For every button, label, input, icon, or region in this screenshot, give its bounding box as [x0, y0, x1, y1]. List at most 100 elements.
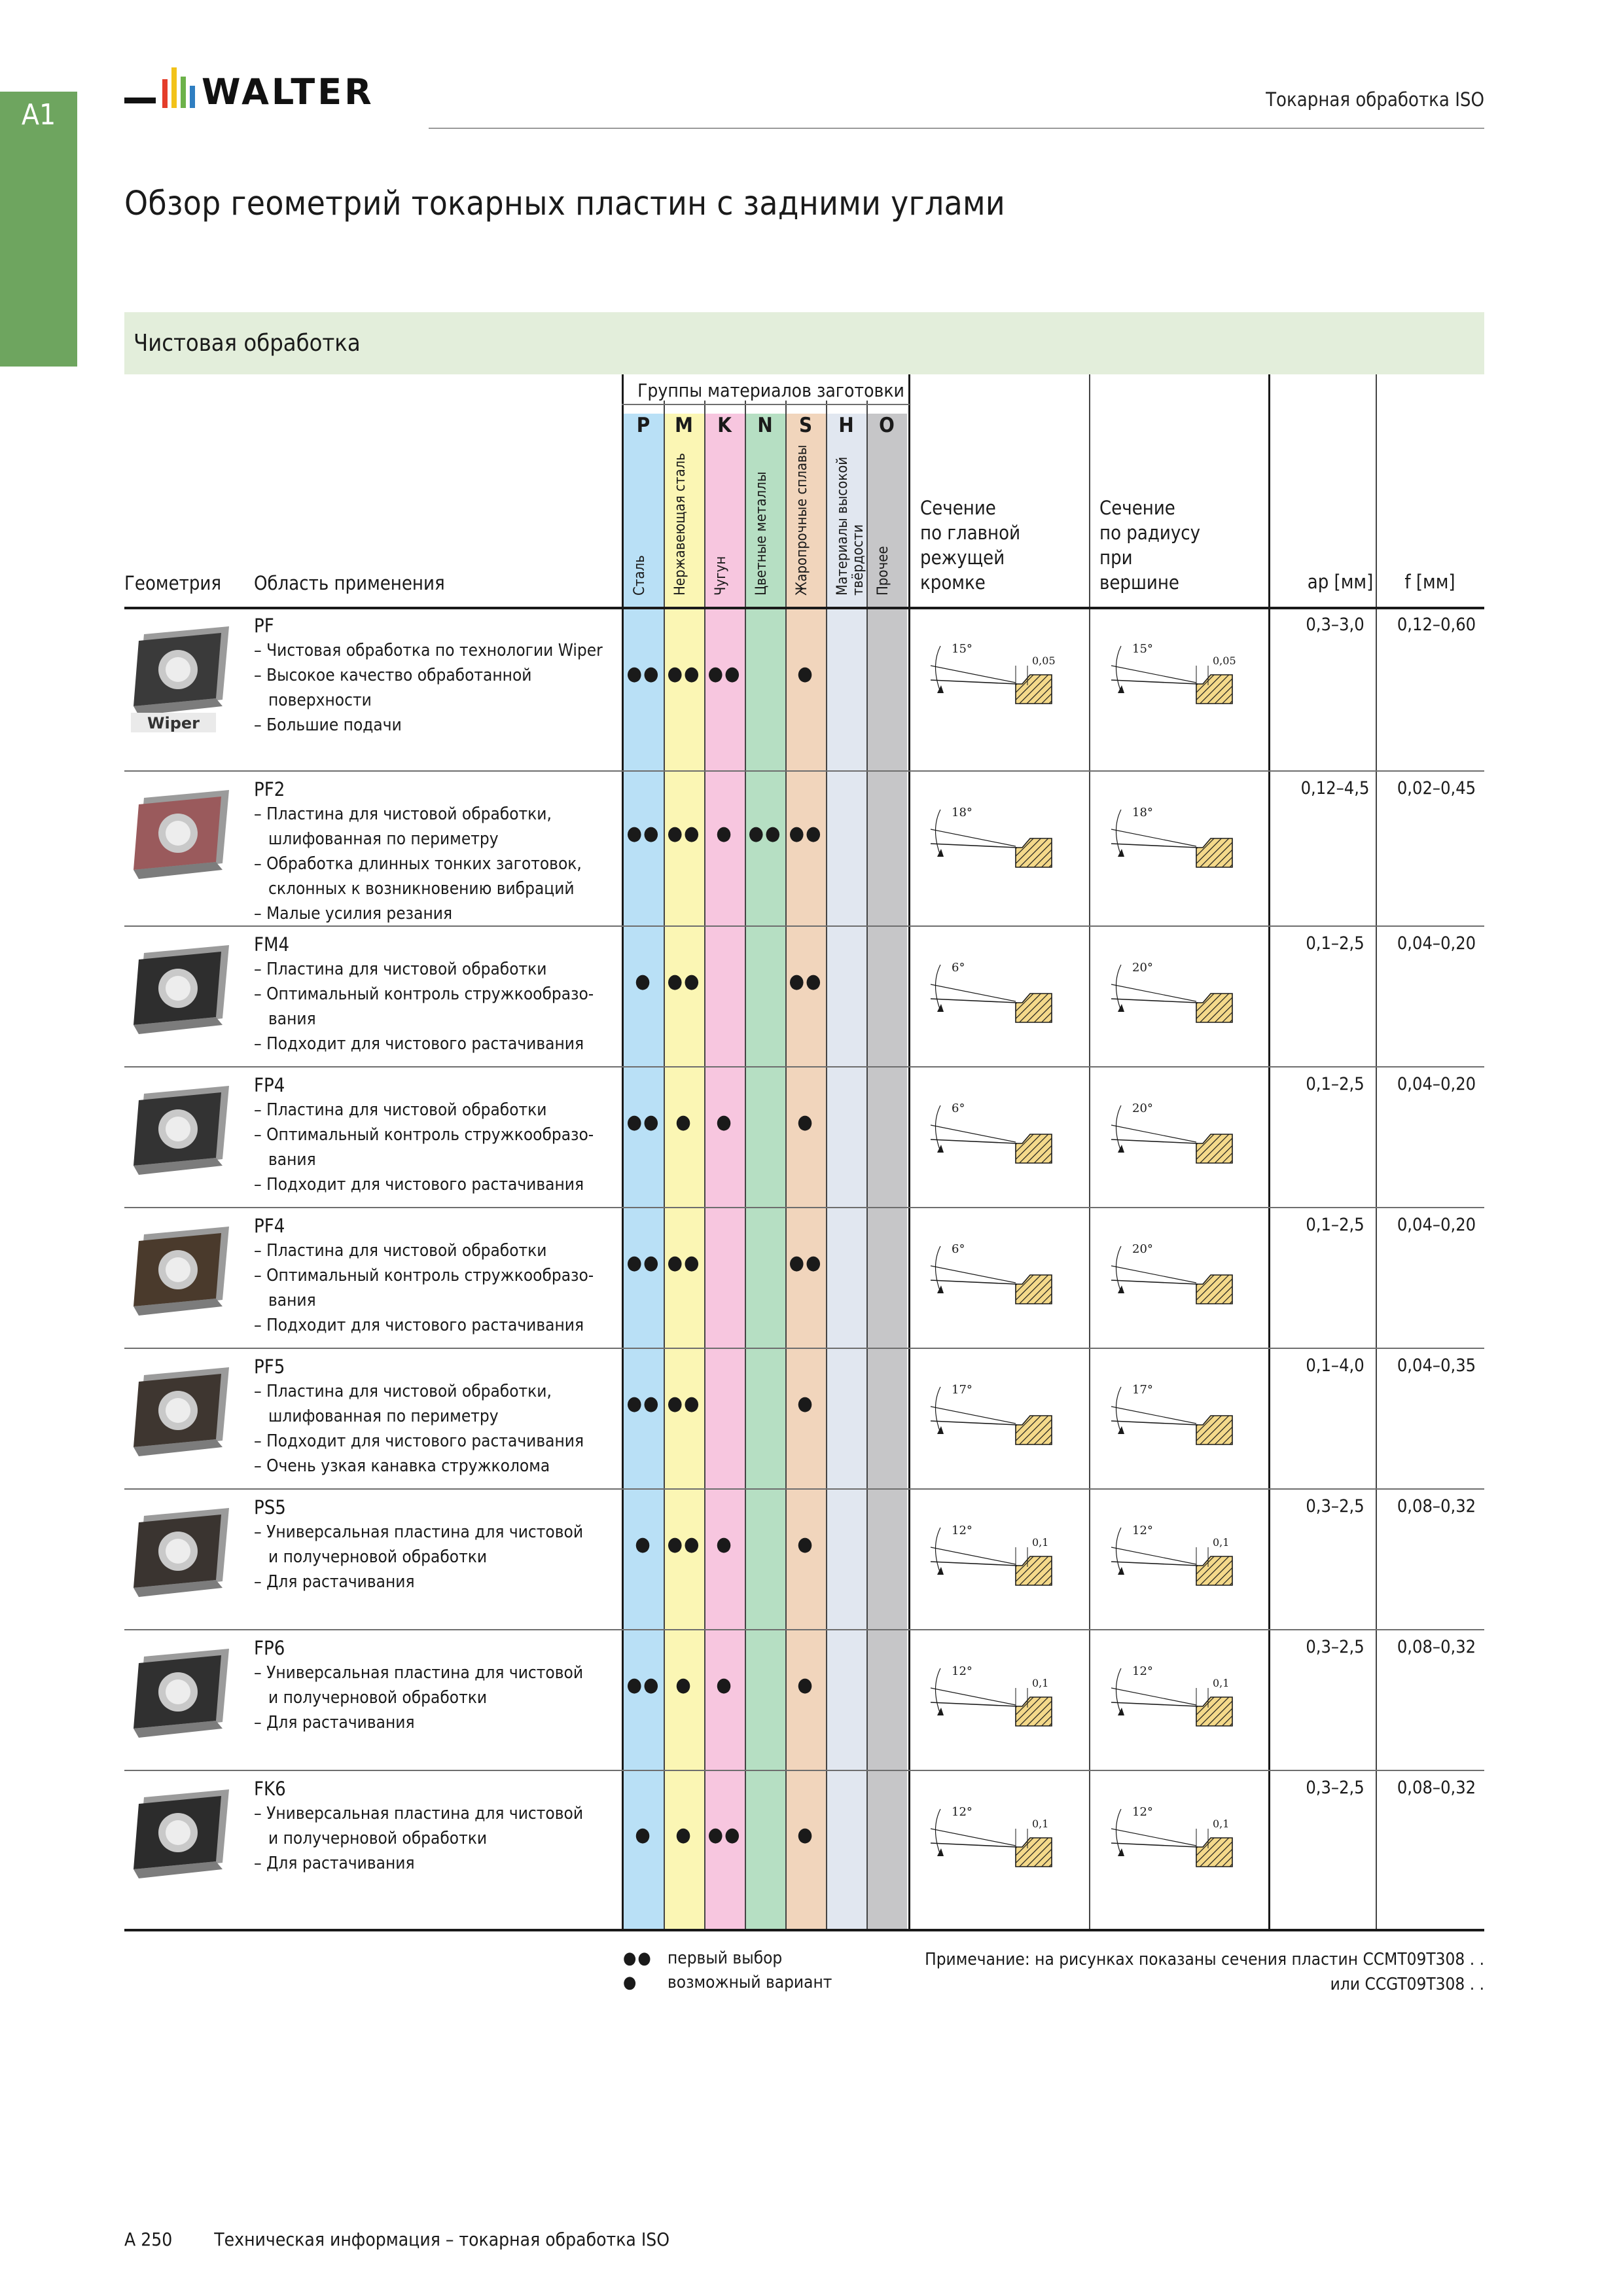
suitability-dot-m: ●● — [667, 1532, 701, 1556]
insert-image-fp4 — [134, 1086, 229, 1175]
section-dim-label: 0,1 — [1032, 1536, 1048, 1549]
description-line: и получерновой обработки — [268, 1829, 488, 1848]
row-divider — [124, 1207, 1484, 1208]
column-divider — [908, 374, 910, 1929]
material-group-letter-s: S — [798, 414, 813, 437]
description-line: шлифованная по периметру — [268, 1407, 499, 1426]
row-divider — [124, 1770, 1484, 1771]
suitability-dot-p: ● — [635, 1823, 652, 1846]
description-line: – Большие подачи — [254, 715, 402, 735]
description-line: – Оптимальный контроль стружкообразо- — [254, 1125, 594, 1145]
description-line: – Оптимальный контроль стружкообразо- — [254, 984, 594, 1004]
insert-image-fk6 — [134, 1789, 229, 1878]
ap-value: 0,1–4,0 — [1306, 1355, 1364, 1376]
suitability-dot-m: ●● — [667, 969, 701, 993]
section-radius-header-line: по радиусу — [1099, 522, 1201, 544]
description-line: – Очень узкая канавка стружколома — [254, 1456, 550, 1476]
suitability-dot-m: ●● — [667, 1251, 701, 1274]
section-main-edge-diagram: 17° — [930, 1383, 1052, 1445]
material-column-divider — [745, 401, 746, 1929]
description-line: – Подходит для чистового растачивания — [254, 1175, 584, 1194]
suitability-dot-m: ● — [675, 1110, 692, 1134]
f-value: 0,04–0,20 — [1397, 1074, 1476, 1094]
section-angle-label: 6° — [952, 1102, 965, 1115]
suitability-dot-s: ● — [797, 1673, 814, 1696]
note-line: Примечание: на рисунках показаны сечения… — [925, 1950, 1484, 1969]
geometry-description: – Пластина для чистовой обработки– Оптим… — [254, 1098, 620, 1197]
suitability-dot-s: ●● — [789, 969, 823, 993]
description-line: – Подходит для чистового растачивания — [254, 1431, 584, 1451]
description-line: – Пластина для чистовой обработки, — [254, 1382, 552, 1401]
f-value: 0,08–0,32 — [1397, 1637, 1476, 1657]
section-dim-label: 0,1 — [1213, 1536, 1229, 1549]
row-divider — [124, 1066, 1484, 1067]
material-group-letter-p: P — [636, 414, 651, 437]
ap-value: 0,3–2,5 — [1306, 1637, 1364, 1657]
col-ap-header: ap [мм] — [1307, 571, 1374, 593]
section-angle-label: 18° — [952, 806, 972, 819]
row-divider — [124, 925, 1484, 927]
description-line: – Подходит для чистового растачивания — [254, 1316, 584, 1335]
section-corner-radius-diagram: 12° 0,1 — [1111, 1524, 1233, 1586]
column-divider — [1089, 374, 1090, 1929]
section-angle-label: 12° — [952, 1524, 972, 1537]
insert-image-pf5 — [134, 1367, 229, 1456]
legend-symbol: ●● — [623, 1948, 652, 1968]
section-main-edge-diagram: 12°0,1 — [930, 1805, 1052, 1867]
description-line: – Высокое качество обработанной — [254, 666, 532, 685]
description-line: – Для растачивания — [254, 1854, 415, 1873]
geometry-name: PF4 — [254, 1215, 285, 1237]
material-group-label-h: Материалы высокой твёрдости — [834, 456, 866, 596]
geometry-name: FM4 — [254, 933, 290, 956]
chapter-tab: A1 — [0, 92, 77, 367]
f-value: 0,04–0,20 — [1397, 1215, 1476, 1235]
material-column-s — [785, 414, 826, 1929]
section-angle-label: 17° — [952, 1383, 972, 1397]
insert-image-fp6 — [134, 1649, 229, 1738]
material-group-letter-o: O — [879, 414, 895, 437]
section-main-edge-diagram: 6° — [930, 1102, 1052, 1164]
ap-value: 0,12–4,5 — [1300, 778, 1370, 798]
description-line: – Для растачивания — [254, 1572, 415, 1592]
description-line: – Пластина для чистовой обработки, — [254, 804, 552, 824]
geometry-description: – Пластина для чистовой обработки,шлифов… — [254, 802, 620, 926]
description-line: вания — [268, 1291, 316, 1310]
section-corner-radius-diagram: 20° — [1111, 1242, 1233, 1304]
suitability-dot-m: ●● — [667, 821, 701, 845]
material-column-k — [704, 414, 745, 1929]
walter-logo: WALTER — [124, 67, 372, 113]
description-line: – Универсальная пластина для чистовой — [254, 1663, 584, 1683]
ap-value: 0,1–2,5 — [1306, 1215, 1364, 1235]
section-main-edge-diagram: 12°0,1 — [930, 1664, 1052, 1727]
material-column-o — [866, 414, 907, 1929]
note-line: или CCGT09T308 . . — [1330, 1975, 1484, 1994]
section-corner-radius-diagram: 15°0,05 — [1111, 642, 1236, 704]
description-line: склонных к возникновению вибраций — [268, 879, 575, 899]
suitability-dot-n: ●● — [748, 821, 782, 845]
ap-value: 0,3–2,5 — [1306, 1778, 1364, 1798]
legend-label: возможный вариант — [668, 1973, 832, 1992]
section-main-header-line: режущей — [920, 547, 1005, 569]
suitability-dot-p: ●● — [626, 1251, 660, 1274]
col-application-header: Область применения — [254, 572, 445, 594]
legend-symbol: ● — [623, 1973, 638, 1992]
geometry-name: PF5 — [254, 1355, 285, 1378]
section-angle-label: 12° — [1132, 1524, 1153, 1537]
section-angle-label: 12° — [952, 1664, 972, 1678]
section-dim-label: 0,05 — [1213, 655, 1236, 667]
description-line: – Универсальная пластина для чистовой — [254, 1522, 584, 1542]
geometry-name: PF2 — [254, 778, 285, 800]
suitability-dot-p: ●● — [626, 1673, 660, 1696]
description-line: – Малые усилия резания — [254, 904, 453, 924]
material-column-divider — [866, 401, 868, 1929]
description-line: вания — [268, 1009, 316, 1029]
geometry-name: FP4 — [254, 1074, 285, 1096]
f-value: 0,04–0,20 — [1397, 933, 1476, 954]
section-dim-label: 0,1 — [1213, 1677, 1229, 1689]
f-value: 0,04–0,35 — [1397, 1355, 1476, 1376]
row-divider — [124, 1629, 1484, 1630]
table-bottom-rule — [124, 1929, 1484, 1931]
suitability-dot-m: ●● — [667, 1391, 701, 1415]
